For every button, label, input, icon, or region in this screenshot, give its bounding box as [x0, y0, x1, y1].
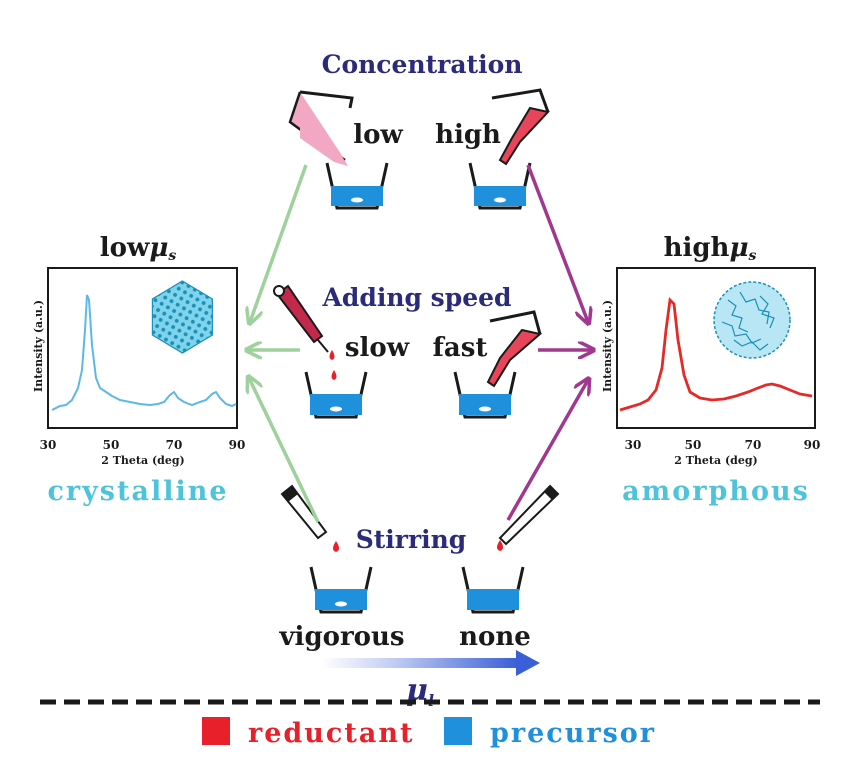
concentration-low-label: low	[353, 120, 403, 150]
crystalline-xrd-curve	[51, 294, 237, 411]
dropper-icon	[497, 484, 560, 551]
precursor-swatch	[444, 717, 472, 745]
crystal-lattice-icon	[151, 280, 214, 354]
reductant-swatch	[202, 717, 230, 745]
amorphous-texture	[721, 291, 775, 351]
high-concentration-pour-icon	[491, 88, 550, 166]
dropper-icon	[280, 484, 339, 552]
y-axis-label: Intensity (a.u.)	[601, 300, 614, 392]
x-tick: 50	[103, 438, 120, 452]
low-concentration-pour-icon	[288, 90, 354, 166]
y-axis-label: Intensity (a.u.)	[32, 300, 45, 392]
beaker-icon	[325, 162, 389, 210]
pipette-icon	[273, 284, 337, 380]
x-tick: 70	[166, 438, 183, 452]
stirring-low-label: vigorous	[278, 622, 404, 652]
high-mu-heading: highμs	[664, 233, 757, 264]
x-tick: 30	[625, 438, 642, 452]
precursor-legend-label: precursor	[490, 718, 656, 749]
amorphous-panel: highμs Intensity (a.u.) 30 50 70 90 2 Th…	[601, 233, 820, 507]
stirring-high-label: none	[459, 622, 531, 652]
stirring-title: Stirring	[356, 525, 467, 554]
crystalline-panel: lowμs Intensity (a.u.) 30 50 70 90 2 The…	[32, 233, 245, 507]
beaker-icon	[461, 566, 525, 614]
x-tick: 90	[804, 438, 821, 452]
crystalline-label: crystalline	[47, 476, 228, 507]
xrd-plot-frame	[616, 267, 816, 429]
adding-speed-low-label: slow	[345, 333, 410, 363]
xrd-plot-frame	[47, 267, 238, 429]
purple-arrows	[506, 164, 592, 521]
x-axis-label: 2 Theta (deg)	[101, 454, 185, 467]
beaker-icon	[304, 371, 368, 419]
reductant-legend-label: reductant	[248, 718, 414, 749]
adding-speed-high-label: fast	[433, 333, 488, 363]
concentration-title: Concentration	[322, 50, 523, 79]
adding-speed-title: Adding speed	[321, 283, 511, 312]
amorphous-cluster-icon	[713, 281, 791, 359]
fast-pour-icon	[486, 310, 543, 388]
x-tick: 70	[745, 438, 762, 452]
x-tick: 90	[229, 438, 246, 452]
x-axis-label: 2 Theta (deg)	[674, 454, 758, 467]
x-tick: 30	[40, 438, 57, 452]
concentration-high-label: high	[435, 120, 501, 150]
x-tick: 50	[685, 438, 702, 452]
amorphous-label: amorphous	[622, 476, 810, 507]
beaker-icon	[309, 566, 373, 614]
low-mu-heading: lowμs	[100, 233, 177, 264]
beaker-icon	[468, 162, 532, 210]
beaker-icon	[453, 371, 517, 419]
amorphous-xrd-curve	[619, 297, 813, 412]
legend: reductant precursor	[202, 717, 656, 749]
green-arrows	[248, 164, 320, 523]
